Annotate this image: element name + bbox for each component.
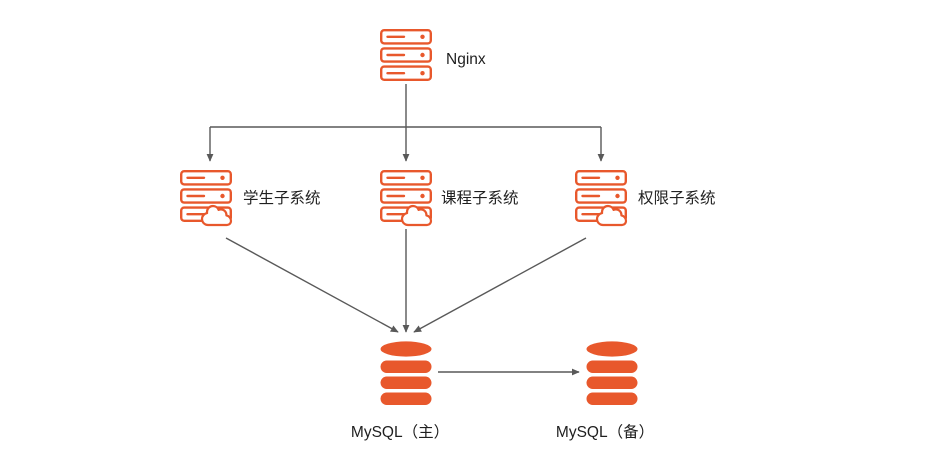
- nginx-server-icon: [380, 29, 432, 82]
- permission-subsystem-icon: [576, 171, 626, 225]
- edge-permission-to-master: [413, 237, 587, 333]
- nginx-label: Nginx: [446, 51, 486, 68]
- student-subsystem-icon: [181, 171, 231, 225]
- permission-subsystem-label: 权限子系统: [638, 189, 716, 207]
- mysql-backup-label: MySQL（备）: [556, 423, 654, 441]
- course-subsystem-icon: [381, 171, 431, 225]
- course-subsystem-label: 课程子系统: [441, 189, 519, 207]
- edge-student-to-master: [225, 237, 399, 333]
- mysql-backup-database-icon: [586, 341, 638, 405]
- student-subsystem-label: 学生子系统: [243, 189, 321, 207]
- mysql-master-database-icon: [380, 341, 432, 405]
- mysql-master-label: MySQL（主）: [351, 423, 449, 441]
